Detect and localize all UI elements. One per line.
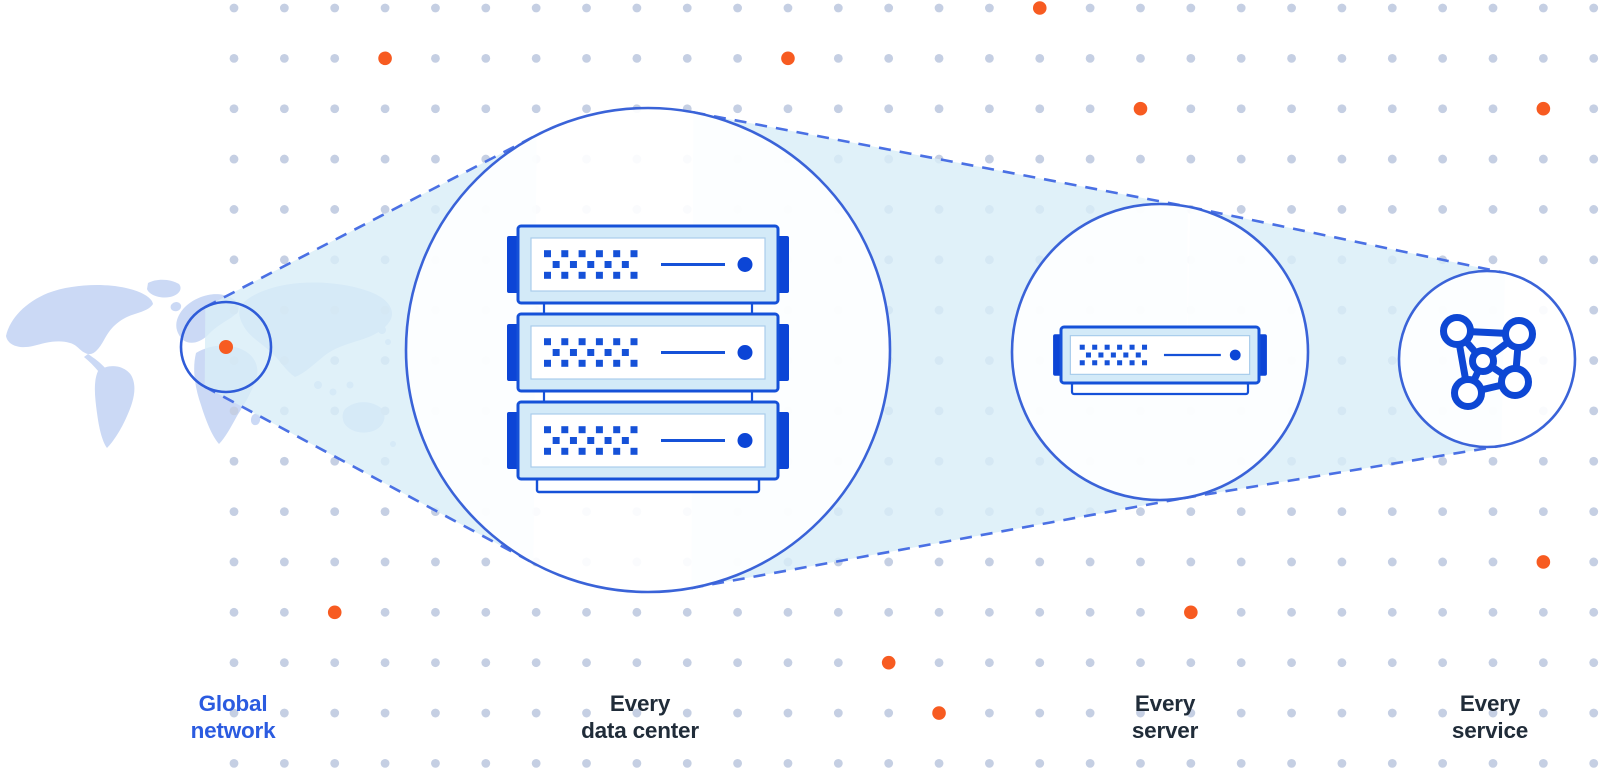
network-icon-node bbox=[1498, 365, 1532, 399]
network-icon-node bbox=[1469, 347, 1497, 375]
network-icon-node bbox=[1440, 314, 1474, 348]
server-face bbox=[1069, 335, 1251, 375]
orange-accent-dots bbox=[327, 1, 1551, 720]
label-every-server: Every server bbox=[1131, 691, 1199, 743]
network-icon-node bbox=[1502, 317, 1536, 351]
server-unit bbox=[507, 400, 789, 481]
map-location-dot bbox=[219, 340, 233, 354]
data-center-rack bbox=[507, 224, 789, 494]
server-vent-dots bbox=[1079, 344, 1148, 366]
zoom-beam-dashed-edge bbox=[1189, 205, 1506, 275]
server-power-led bbox=[737, 345, 753, 360]
single-server bbox=[1053, 325, 1267, 396]
server-face bbox=[530, 413, 766, 468]
server-base bbox=[1070, 381, 1250, 396]
rack-base bbox=[535, 477, 761, 494]
server-vent-dots bbox=[544, 426, 638, 455]
server-face bbox=[530, 237, 766, 292]
network-icon bbox=[1440, 314, 1536, 410]
server-power-led bbox=[737, 433, 753, 448]
server-unit bbox=[1053, 325, 1267, 385]
server-unit bbox=[507, 312, 789, 393]
label-every-service: Every service bbox=[1451, 691, 1529, 743]
server-vent-dots bbox=[544, 250, 638, 279]
network-icon-node bbox=[1451, 376, 1485, 410]
server-unit bbox=[507, 224, 789, 305]
server-vent-dots bbox=[544, 338, 638, 367]
zoom-beam-dashed-edge bbox=[1183, 444, 1502, 500]
server-power-led bbox=[737, 257, 753, 272]
global-network-circle bbox=[179, 300, 273, 394]
server-face bbox=[530, 325, 766, 380]
server-power-led bbox=[1229, 349, 1241, 361]
label-global-network: Global network bbox=[190, 691, 276, 743]
label-every-data-center: Every data center bbox=[581, 691, 699, 743]
